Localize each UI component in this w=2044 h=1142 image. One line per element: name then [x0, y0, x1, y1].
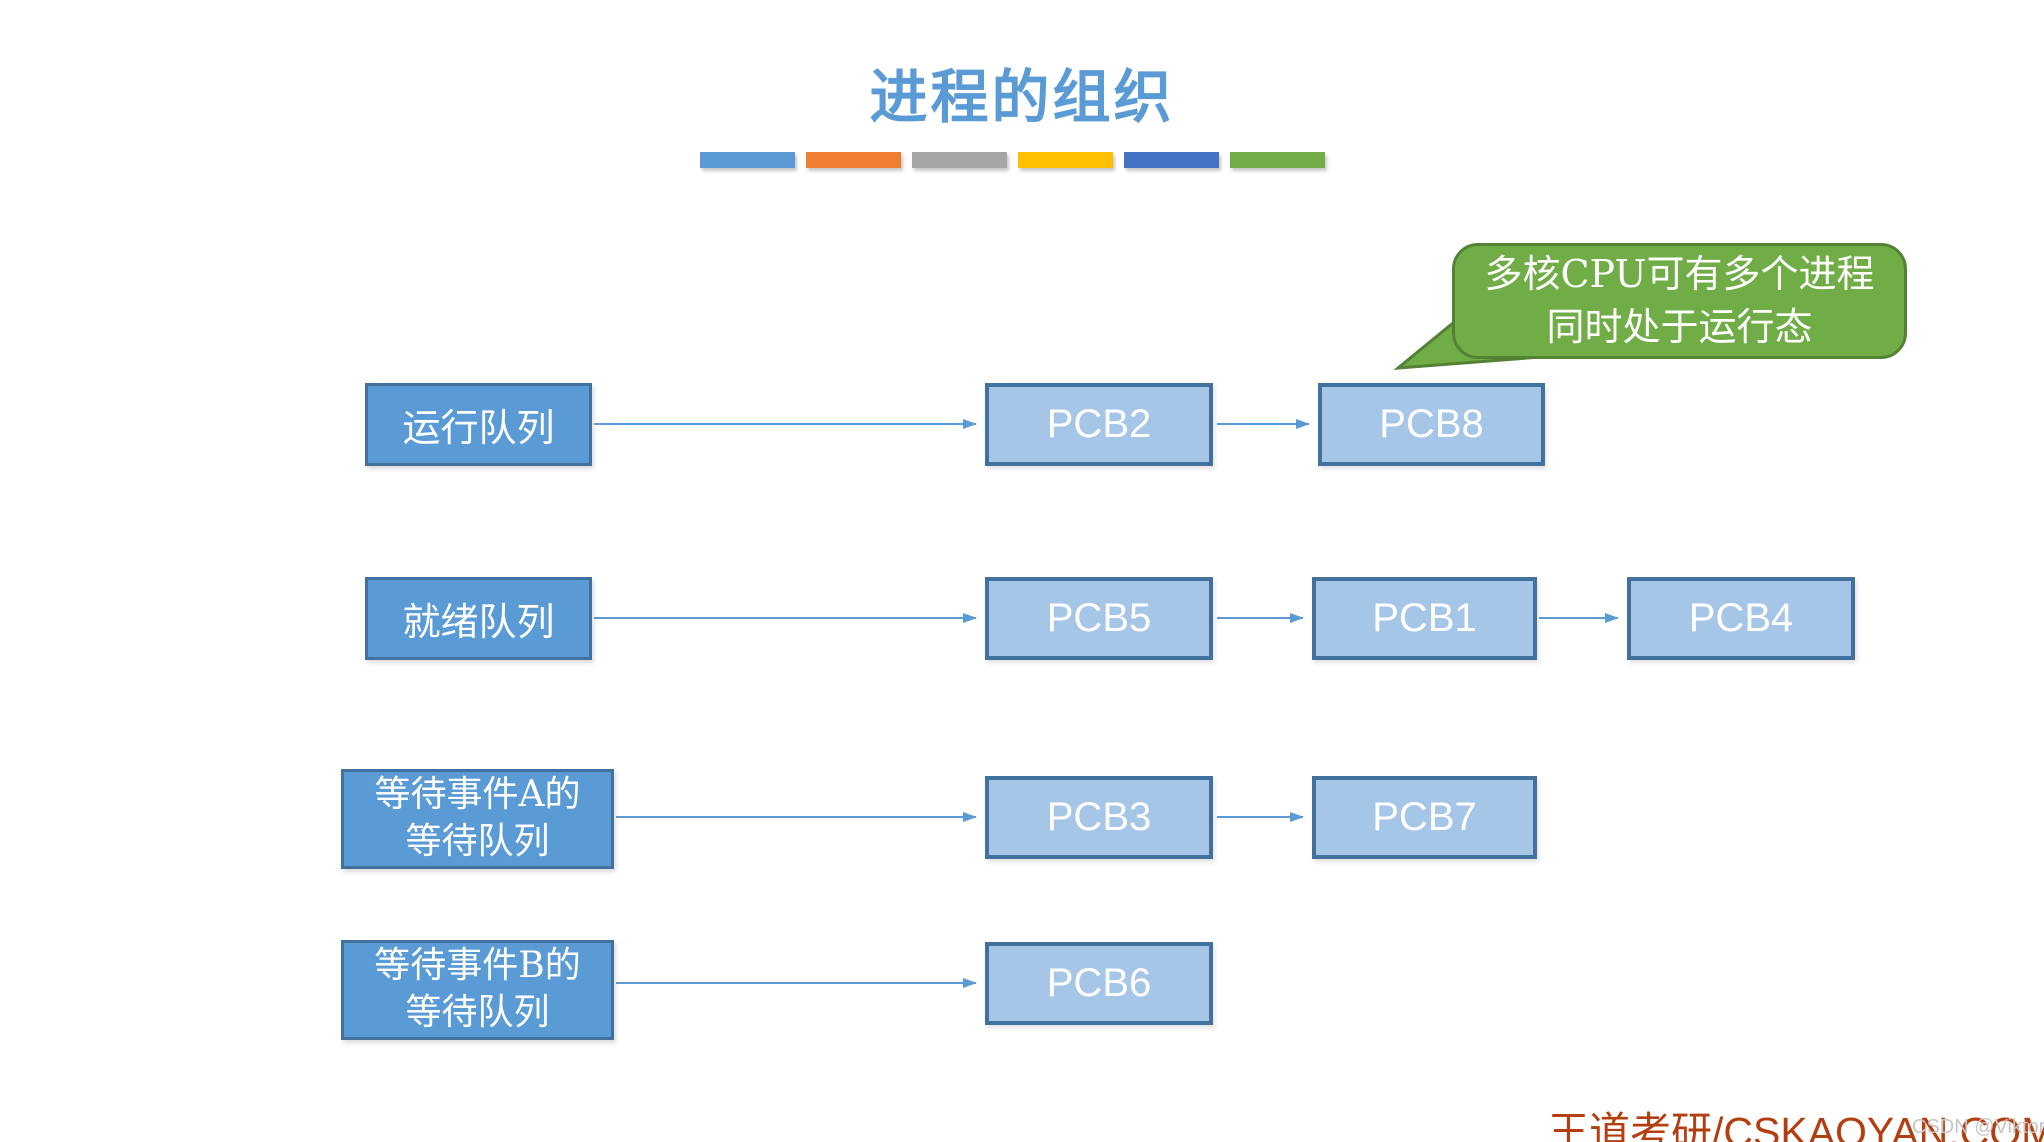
page-title: 进程的组织	[869, 63, 1175, 131]
accent-bar-gray	[912, 152, 1007, 168]
queue-label: 就绪队列	[402, 600, 555, 644]
pcb6-box: PCB6	[985, 942, 1213, 1025]
queue-label-line-2: 等待队列	[405, 992, 550, 1033]
ready-queue-box: 就绪队列	[365, 577, 592, 660]
accent-bar-green	[1230, 152, 1325, 168]
accent-bar-blue	[700, 152, 795, 168]
running-queue-box: 运行队列	[365, 383, 592, 466]
pcb2-box: PCB2	[985, 383, 1213, 466]
pcb4-box: PCB4	[1627, 577, 1855, 660]
accent-bar-gold	[1018, 152, 1113, 168]
queue-label-line-2: 等待队列	[405, 821, 550, 862]
accent-bars	[700, 152, 1325, 168]
callout-line-1: 多核CPU可有多个进程	[1484, 251, 1875, 296]
pcb7-box: PCB7	[1312, 776, 1537, 859]
queue-label-line-1: 等待事件A的	[374, 774, 581, 816]
waiting-queue-b-box: 等待事件B的 等待队列	[341, 940, 614, 1040]
pcb3-box: PCB3	[985, 776, 1213, 859]
multicore-callout: 多核CPU可有多个进程 同时处于运行态	[1452, 243, 1907, 359]
waiting-queue-a-box: 等待事件A的 等待队列	[341, 769, 614, 869]
pcb8-box: PCB8	[1318, 383, 1545, 466]
pcb5-box: PCB5	[985, 577, 1213, 660]
queue-label-line-1: 等待事件B的	[374, 945, 581, 987]
brand-text: 王道考研/CSKAOYAN.COM	[1548, 1109, 2044, 1142]
accent-bar-orange	[806, 152, 901, 168]
queue-label: 运行队列	[402, 406, 555, 450]
accent-bar-darkblue	[1124, 152, 1219, 168]
callout-line-2: 同时处于运行态	[1546, 305, 1813, 349]
pcb1-box: PCB1	[1312, 577, 1537, 660]
csdn-watermark: CSDN @Viktoriae	[1912, 1116, 2044, 1138]
